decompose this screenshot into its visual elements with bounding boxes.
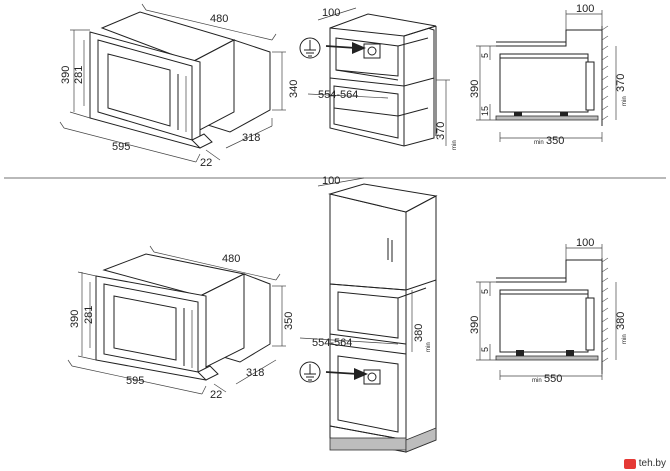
bottom-side-min-height: 380: [615, 312, 627, 330]
bottom-oven-depth: 318: [246, 367, 264, 379]
top-side-min-height: 370: [615, 74, 627, 92]
top-cabinet-opening: 554-564: [318, 89, 358, 101]
brand-logo-icon: [623, 458, 636, 469]
bottom-side-depth: 550: [544, 373, 562, 385]
top-cabinet-drawing: 100 554-564 370 min: [307, 7, 458, 150]
top-frame-outer-height: 390: [60, 66, 72, 84]
bottom-column-height: 380: [413, 324, 425, 342]
arrow-right-icon-bottom: [325, 368, 368, 380]
bottom-frame-outer-height: 390: [69, 310, 81, 328]
top-cabinet-height-min: min: [452, 140, 458, 150]
bottom-column-depth: 100: [322, 175, 340, 187]
top-frame-inner-height: 281: [73, 66, 85, 84]
bottom-oven-drawing: 480 390 281 350 595 318 22: [67, 245, 295, 401]
top-side-min-height-label: min: [622, 96, 628, 106]
top-side-top: 100: [576, 3, 594, 15]
bottom-side-section: 100 390 5 5 380 min min 550: [469, 237, 628, 385]
watermark: teh.by: [623, 458, 666, 469]
ground-icon: [299, 37, 321, 59]
top-side-depth-label: min: [534, 140, 544, 146]
bottom-side-gap-top: 5: [480, 289, 490, 294]
top-side-gap-top: 5: [480, 53, 490, 58]
top-oven-depth: 318: [242, 132, 260, 144]
top-side-gap-bottom: 15: [480, 106, 490, 116]
bottom-column-drawing: 100 554-564 380 min: [299, 175, 438, 453]
bottom-oven-width: 480: [222, 253, 240, 265]
bottom-oven-side-height: 350: [283, 312, 295, 330]
top-oven-width: 480: [210, 13, 228, 25]
bottom-side-depth-label: min: [532, 378, 542, 384]
bottom-frame-inner-height: 281: [83, 306, 95, 324]
top-side-height: 390: [469, 80, 481, 98]
top-oven-drawing: 480 390 281 340 595 318 22: [59, 3, 300, 169]
top-side-section: 100 390 5 15 370 min min 350: [469, 3, 628, 147]
top-frame-width: 595: [112, 141, 130, 153]
arrow-right-icon: [325, 42, 366, 54]
bottom-column-opening: 554-564: [312, 337, 352, 349]
bottom-frame-depth: 22: [210, 389, 222, 401]
top-frame-depth: 22: [200, 157, 212, 169]
bottom-side-height: 390: [469, 316, 481, 334]
top-side-depth: 350: [546, 135, 564, 147]
bottom-side-gap-bottom: 5: [480, 347, 490, 352]
bottom-side-top: 100: [576, 237, 594, 249]
bottom-column-height-min: min: [426, 342, 432, 352]
top-oven-side-height: 340: [288, 80, 300, 98]
bottom-side-min-height-label: min: [622, 334, 628, 344]
top-cabinet-depth: 100: [322, 7, 340, 19]
bottom-frame-width: 595: [126, 375, 144, 387]
watermark-text: teh.by: [638, 458, 666, 469]
ground-icon-bottom: [299, 361, 321, 383]
top-cabinet-height: 370: [435, 122, 447, 140]
